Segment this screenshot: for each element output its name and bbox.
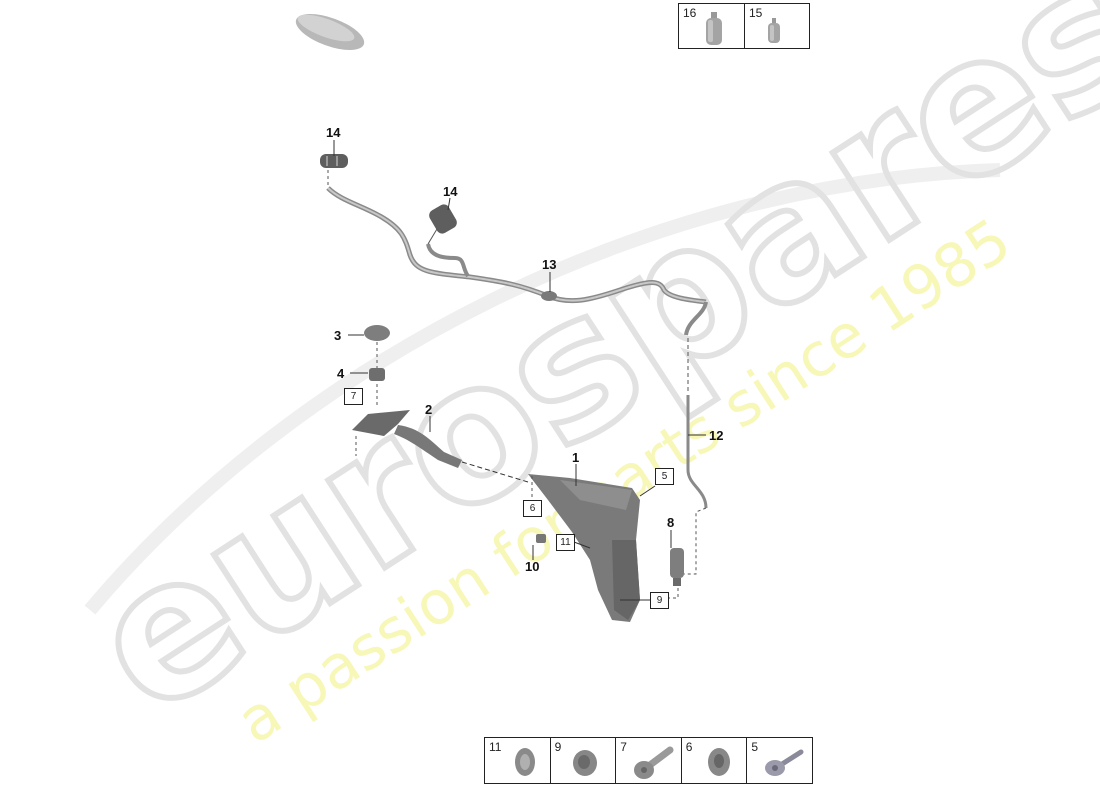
legend-number: 6 [685, 740, 693, 754]
car-silhouette-icon [295, 13, 365, 51]
callout-10[interactable]: 10 [525, 559, 540, 574]
legend-item-9[interactable]: 9 [551, 738, 617, 783]
legend-number: 15 [749, 6, 763, 20]
legend-number: 16 [683, 6, 697, 20]
torx-bolt-icon [634, 746, 674, 779]
large-bottle-icon [706, 12, 722, 45]
boxed-ref-7[interactable]: 7 [344, 388, 363, 405]
callout-3[interactable]: 3 [334, 328, 342, 343]
grommet-nut-icon [572, 750, 597, 776]
adapter-4[interactable] [369, 368, 385, 381]
legend-number: 9 [554, 740, 562, 754]
washer-reservoir-1[interactable] [528, 474, 640, 622]
callout-8[interactable]: 8 [667, 515, 675, 530]
callout-14[interactable]: 14 [326, 125, 341, 140]
legend-number: 7 [620, 740, 627, 754]
callout-4[interactable]: 4 [337, 366, 345, 381]
flange-screw-icon [765, 749, 804, 776]
callout-13[interactable]: 13 [542, 257, 557, 272]
filler-neck-2[interactable] [352, 410, 462, 468]
callout-1[interactable]: 1 [572, 450, 580, 465]
legend-top: 16 15 [678, 3, 810, 49]
filler-cap-3[interactable] [364, 325, 390, 341]
legend-item-6[interactable]: 6 [682, 738, 748, 783]
legend-bottom: 11 9 7 6 5 [484, 737, 813, 784]
washer-pump-8[interactable] [670, 548, 684, 586]
legend-number: 11 [489, 740, 502, 754]
legend-item-5[interactable]: 5 [747, 738, 812, 783]
grommet-icon [515, 748, 535, 776]
small-bottle-icon [768, 18, 780, 43]
grommet-icon [707, 748, 730, 776]
hose-12[interactable] [684, 301, 708, 509]
boxed-ref-11[interactable]: 11 [556, 534, 575, 551]
callout-2[interactable]: 2 [425, 402, 433, 417]
callout-12[interactable]: 12 [709, 428, 724, 443]
legend-item-15[interactable]: 15 [745, 4, 809, 48]
legend-number: 5 [751, 740, 759, 754]
legend-item-16[interactable]: 16 [679, 4, 745, 48]
legend-item-7[interactable]: 7 [616, 738, 682, 783]
assembly-line [684, 507, 707, 575]
boxed-ref-9[interactable]: 9 [650, 592, 669, 609]
leader-lines [333, 140, 706, 601]
assembly-line [461, 461, 529, 483]
callout-14[interactable]: 14 [443, 184, 458, 199]
hose-13[interactable] [326, 186, 707, 305]
level-sensor-10[interactable] [536, 534, 546, 543]
legend-item-11[interactable]: 11 [485, 738, 551, 783]
assembly-line [668, 588, 679, 599]
boxed-ref-5[interactable]: 5 [655, 468, 674, 485]
nozzle-clip-14-b[interactable] [427, 202, 459, 245]
nozzle-clip-14-a[interactable] [320, 154, 348, 186]
boxed-ref-6[interactable]: 6 [523, 500, 542, 517]
